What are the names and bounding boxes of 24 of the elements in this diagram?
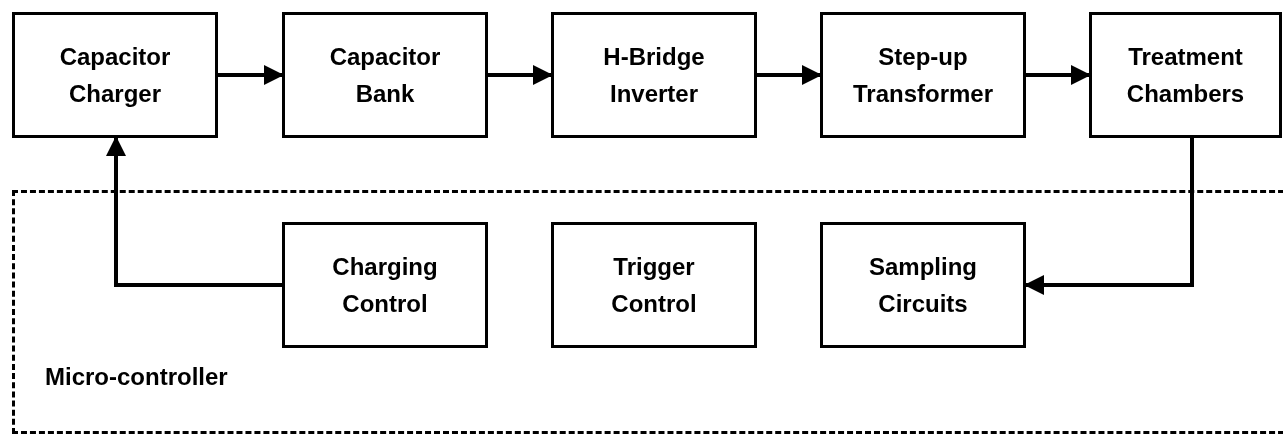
process-box	[12, 12, 218, 138]
arrow	[1024, 138, 1194, 295]
box-label: Step-up Transformer	[851, 42, 995, 109]
box-label: Capacitor Bank	[328, 42, 442, 109]
box-label: H-Bridge Inverter	[602, 42, 706, 109]
box-label: Capacitor Charger	[58, 42, 172, 109]
process-box	[1089, 12, 1282, 138]
arrow	[106, 136, 282, 287]
process-box	[551, 12, 757, 138]
group-label: Micro-controller	[45, 362, 228, 392]
arrow	[488, 65, 553, 85]
box-label: Charging Control	[331, 252, 439, 319]
process-box	[820, 222, 1026, 348]
process-box	[282, 222, 488, 348]
arrow	[1026, 65, 1091, 85]
arrow	[218, 65, 284, 85]
process-box	[820, 12, 1026, 138]
box-label: Treatment Chambers	[1125, 42, 1246, 109]
arrow	[757, 65, 822, 85]
dashed-group-box	[12, 190, 1283, 434]
process-box	[551, 222, 757, 348]
box-label: Trigger Control	[610, 252, 698, 319]
box-label: Sampling Circuits	[868, 252, 978, 319]
process-box	[282, 12, 488, 138]
